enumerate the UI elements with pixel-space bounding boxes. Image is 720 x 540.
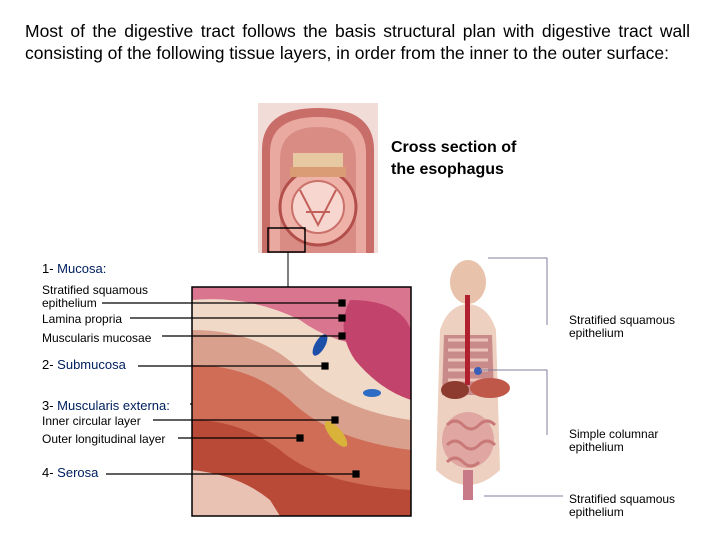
body-label-top: Stratified squamous epithelium	[569, 313, 676, 340]
layer-serosa-label: 4- Serosa	[42, 465, 99, 480]
intro-paragraph: Most of the digestive tract follows the …	[25, 21, 690, 63]
stratified-epithelium-label: Stratified squamous epithelium	[42, 283, 149, 310]
layer-submucosa-label: 2- Submucosa	[42, 357, 126, 372]
layer-muscularis-label: 3- Muscularis externa:	[42, 398, 170, 413]
body-label-bottom: Stratified squamous epithelium	[569, 492, 676, 519]
inner-circular-label: Inner circular layer	[42, 414, 141, 428]
outer-longitudinal-label: Outer longitudinal layer	[42, 432, 166, 446]
cross-section-title: Cross section of the esophagus	[391, 139, 517, 178]
tissue-zoom-image	[191, 286, 412, 517]
lamina-propria-label: Lamina propria	[42, 312, 123, 326]
body-label-middle: Simple columnar epithelium	[569, 427, 659, 454]
esophagus-cross-section-image	[258, 103, 378, 253]
muscularis-mucosae-label: Muscularis mucosae	[42, 331, 152, 345]
layer-mucosa-label: 1- Mucosa:	[42, 261, 107, 276]
digestive-system-body-image	[418, 258, 558, 516]
